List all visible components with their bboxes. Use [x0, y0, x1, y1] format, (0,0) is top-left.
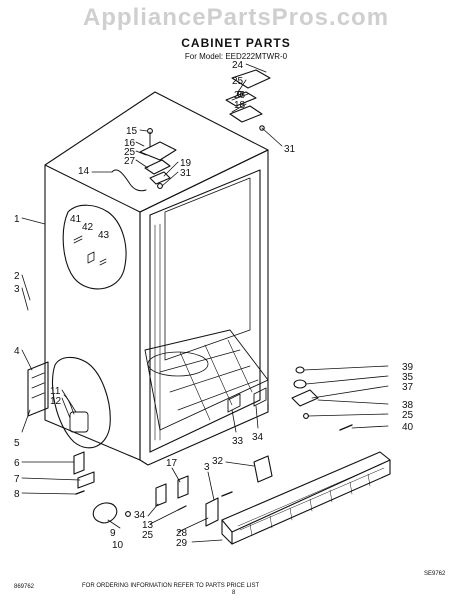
callout-8: 8 [14, 489, 20, 500]
diagram-code: SE9762 [424, 571, 446, 577]
callout-1: 1 [14, 214, 20, 225]
top-hinge-assembly [111, 128, 177, 192]
callout-27: 27 [124, 156, 136, 167]
callout-labels: 24 25 26 18 31 15 16 25 27 19 31 14 1 41… [14, 60, 414, 551]
callout-24: 24 [232, 60, 244, 71]
callout-15: 15 [126, 126, 138, 137]
bottom-code: 869762 [14, 584, 35, 590]
callout-26: 26 [234, 90, 246, 101]
callout-39: 39 [402, 362, 414, 373]
callout-29: 29 [176, 538, 188, 549]
callout-17: 17 [166, 458, 178, 469]
callout-6: 6 [14, 458, 20, 469]
page-number: 8 [232, 590, 236, 596]
callout-28: 28 [176, 528, 188, 539]
side-access-cutout [62, 204, 127, 290]
callout-2: 2 [14, 271, 20, 282]
callout-3: 3 [14, 284, 20, 295]
callout-13: 13 [142, 520, 154, 531]
callout-34: 34 [134, 510, 146, 521]
leader-lines [21, 63, 389, 543]
callout-19: 19 [180, 158, 192, 169]
callout-4: 4 [14, 346, 20, 357]
callout-43: 43 [98, 230, 110, 241]
callout-25: 25 [402, 410, 414, 421]
callout-34: 34 [252, 432, 264, 443]
callout-41: 41 [70, 214, 82, 225]
callout-11: 11 [50, 386, 61, 397]
callout-5: 5 [14, 438, 20, 449]
lower-left-bracket-parts [73, 451, 131, 524]
callout-3: 3 [204, 462, 210, 473]
callout-10: 10 [112, 540, 124, 551]
callout-32: 32 [212, 456, 224, 467]
callout-7: 7 [14, 474, 20, 485]
callout-14: 14 [78, 166, 90, 177]
watermark: AppliancePartsPros.com [82, 4, 390, 31]
diagram-title: CABINET PARTS [181, 36, 291, 50]
callout-9: 9 [110, 528, 116, 539]
callout-42: 42 [82, 222, 94, 233]
callout-16: 16 [124, 138, 136, 149]
callout-25: 25 [124, 147, 136, 158]
callout-25: 25 [142, 530, 154, 541]
callout-38: 38 [402, 400, 414, 411]
callout-37: 37 [402, 382, 414, 393]
callout-31: 31 [284, 144, 296, 155]
side-bracket [27, 361, 49, 417]
callout-18: 18 [234, 100, 246, 111]
callout-25: 25 [232, 76, 244, 87]
callout-40: 40 [402, 422, 414, 433]
ordering-note: FOR ORDERING INFORMATION REFER TO PARTS … [82, 583, 260, 589]
callout-33: 33 [232, 436, 244, 447]
callout-12: 12 [50, 396, 62, 407]
lower-right-hinge [291, 366, 353, 431]
bottom-center-brackets [155, 475, 233, 527]
callout-31: 31 [180, 168, 192, 179]
callout-35: 35 [402, 372, 414, 383]
model-subtitle: For Model: EED222MTWR-0 [184, 52, 288, 61]
cabinet-shell [44, 91, 269, 466]
toe-grille [221, 387, 391, 545]
wiring-cutout [52, 356, 111, 449]
